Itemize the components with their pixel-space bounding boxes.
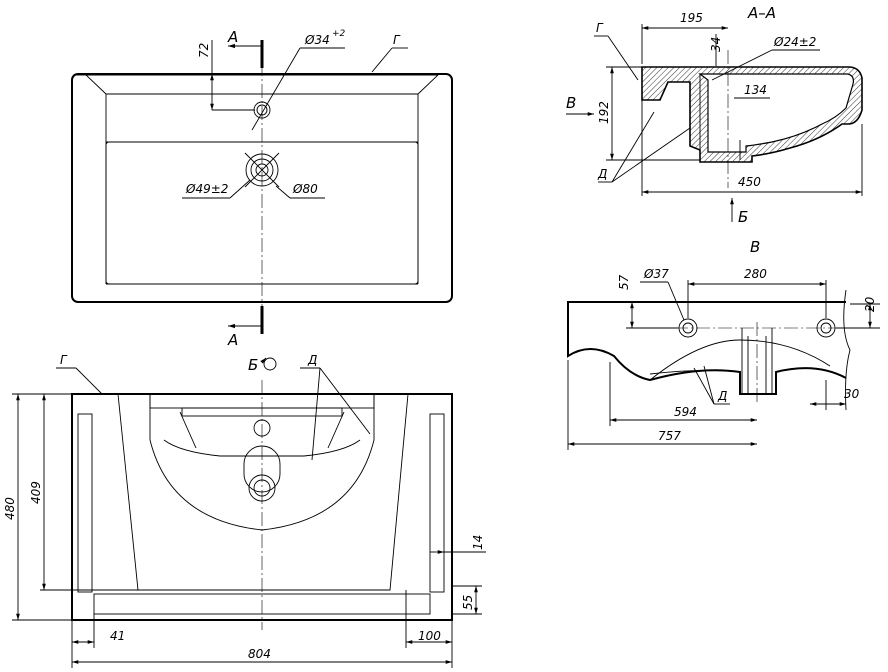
leader-g-view-b: Г [60, 353, 68, 367]
view-b-title: Б [248, 356, 258, 374]
dim-24: Ø24±2 [773, 35, 816, 49]
section-aa-title: А–А [747, 4, 776, 22]
arrow-b-label: Б [738, 208, 748, 226]
section-label-top: А [227, 28, 238, 46]
leader-g-section: Г [596, 21, 604, 35]
view-b: Б Г Д 480 409 14 [3, 353, 486, 668]
dim-14: 14 [471, 535, 485, 550]
dim-20: 20 [863, 296, 877, 312]
dim-134: 134 [744, 83, 767, 97]
leader-d-view-b: Д [307, 353, 317, 367]
dim-37: Ø37 [643, 267, 669, 281]
view-v-title: В [750, 238, 760, 256]
rotation-icon [263, 357, 277, 371]
dim-450: 450 [738, 175, 761, 189]
leader-g-top: Г [393, 33, 401, 47]
dim-hole-34-tol: +2 [332, 29, 346, 39]
top-view: А А 72 Ø34 +2 Г Ø49±2 Ø80 [71, 28, 453, 349]
arrow-v-label: В [566, 94, 576, 112]
dim-34: 34 [709, 37, 723, 52]
view-v-outline [567, 301, 847, 395]
dim-192: 192 [597, 101, 611, 124]
dim-100: 100 [418, 629, 441, 643]
dim-594: 594 [674, 405, 697, 419]
section-aa-view: А–А 195 34 Ø24±2 134 192 450 Г Д [566, 4, 863, 226]
dim-72: 72 [197, 43, 211, 58]
dim-30: 30 [844, 387, 860, 401]
dim-drain-80: Ø80 [292, 182, 318, 196]
dim-757: 757 [658, 429, 681, 443]
view-b-right-panel [429, 413, 445, 593]
section-label-bottom: А [227, 331, 238, 349]
drain-hole [245, 153, 279, 187]
dim-41: 41 [110, 629, 125, 643]
view-b-left-panel [77, 413, 93, 593]
dim-480: 480 [3, 497, 17, 520]
leader-d-view-v: Д [717, 389, 727, 403]
dim-hole-34: Ø34 [304, 33, 330, 47]
leader-d-section: Д [597, 167, 607, 181]
view-v: В 280 Ø37 57 20 757 5 [567, 238, 880, 450]
dim-195: 195 [680, 11, 703, 25]
dim-804: 804 [248, 647, 271, 661]
dim-drain-49: Ø49±2 [185, 182, 228, 196]
dim-57: 57 [617, 274, 631, 290]
dim-55: 55 [461, 595, 475, 610]
section-aa-bowl [698, 73, 855, 153]
dim-409: 409 [29, 481, 43, 504]
dim-280: 280 [744, 267, 767, 281]
